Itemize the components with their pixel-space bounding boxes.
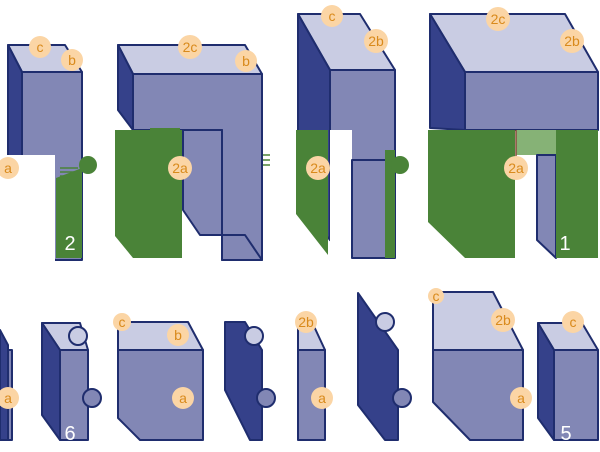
svg-text:c: c [329, 8, 336, 24]
badge-c: c [29, 36, 51, 58]
badge-c: c [113, 313, 131, 331]
svg-text:b: b [68, 52, 76, 68]
peg-side [392, 388, 412, 408]
svg-text:2b: 2b [495, 312, 511, 328]
bottom-piece-six [41, 322, 102, 441]
front-face [432, 349, 524, 441]
badge-a: a [0, 387, 19, 409]
numbers: 2 1 6 5 [64, 233, 571, 445]
leg-front [351, 159, 391, 259]
bottom-piece-big [432, 291, 524, 441]
badge-c: c [428, 288, 444, 304]
bottom-piece-second [117, 321, 204, 441]
bottom-slab-middle [224, 321, 276, 441]
svg-text:a: a [517, 390, 525, 406]
svg-text:2b: 2b [564, 33, 580, 49]
peg [391, 156, 409, 174]
badge-2b: 2b [364, 29, 388, 53]
svg-text:b: b [174, 327, 182, 343]
inner-leg [536, 154, 557, 259]
number-1: 1 [559, 233, 570, 255]
green-block [428, 130, 515, 258]
green-block [115, 130, 182, 258]
bottom-slab-tall [357, 292, 412, 441]
svg-text:2a: 2a [172, 160, 188, 176]
peg-side [256, 388, 276, 408]
badge-c: c [321, 5, 343, 27]
hatch-lines [460, 132, 505, 138]
top-piece-third [296, 13, 409, 260]
small-ticks [263, 154, 270, 166]
badge-c: c [562, 311, 584, 333]
right-leg [556, 130, 598, 258]
peg-top [68, 326, 88, 346]
badge-2a: 2a [306, 156, 330, 180]
svg-text:c: c [37, 39, 44, 55]
peg-top [244, 326, 264, 346]
inner-side [182, 129, 263, 261]
hatch-lines [296, 133, 312, 145]
bottom-fragment-left [0, 329, 13, 441]
side-face [224, 321, 263, 441]
badge-2b: 2b [491, 308, 515, 332]
front-face [59, 349, 89, 441]
badges: c b a 2c b 2a c 2b 2a 2c 2b 2a a c b a 2… [0, 5, 584, 409]
svg-text:c: c [570, 314, 577, 330]
badge-a: a [311, 387, 333, 409]
side-face [0, 329, 9, 441]
front-face [117, 349, 204, 441]
green-panel [56, 168, 82, 258]
svg-text:c: c [119, 314, 126, 330]
top-piece-left [0, 44, 97, 265]
front-face [464, 71, 599, 131]
svg-text:c: c [433, 288, 440, 304]
green-light-panel [516, 130, 556, 155]
svg-text:2a: 2a [310, 160, 326, 176]
svg-text:2b: 2b [298, 314, 314, 330]
badge-2b: 2b [560, 29, 584, 53]
badge-2c: 2c [178, 35, 202, 59]
number-2: 2 [64, 233, 75, 255]
badge-b: b [167, 324, 189, 346]
badge-b: b [235, 50, 257, 72]
cutout [330, 130, 352, 260]
svg-text:b: b [242, 53, 250, 69]
number-5: 5 [560, 423, 571, 445]
svg-text:2c: 2c [183, 39, 198, 55]
bottom-piece-fourth [297, 321, 326, 441]
svg-text:a: a [4, 390, 12, 406]
number-6: 6 [64, 423, 75, 445]
top-piece-right [428, 13, 599, 259]
svg-text:a: a [4, 160, 12, 176]
peg-top [375, 312, 395, 332]
top-piece-second [115, 44, 270, 261]
svg-text:a: a [179, 390, 187, 406]
green-notch [150, 128, 180, 134]
peg-side [82, 388, 102, 408]
leg-green [385, 150, 395, 258]
badge-b: b [61, 49, 83, 71]
hatch-lines [60, 167, 78, 177]
top-face [117, 321, 204, 351]
svg-text:2c: 2c [491, 11, 506, 27]
badge-a: a [0, 157, 19, 179]
badge-2b: 2b [295, 311, 317, 333]
badge-a: a [172, 387, 194, 409]
badge-2c: 2c [486, 7, 510, 31]
svg-text:a: a [318, 390, 326, 406]
svg-text:2b: 2b [368, 33, 384, 49]
side-face [357, 292, 399, 441]
peg [79, 156, 97, 174]
green-strip [296, 130, 328, 255]
badge-a: a [510, 387, 532, 409]
front-face [553, 349, 599, 441]
badge-2a: 2a [168, 156, 192, 180]
svg-text:2a: 2a [508, 160, 524, 176]
badge-2a: 2a [504, 156, 528, 180]
